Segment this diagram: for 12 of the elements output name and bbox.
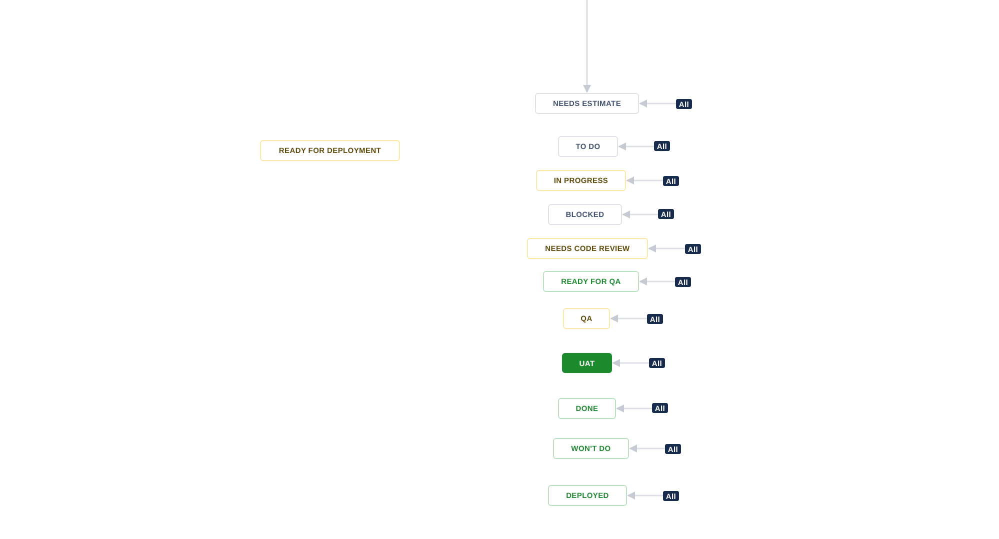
- arrow: [639, 100, 676, 108]
- arrow: [612, 359, 649, 367]
- arrow: [583, 0, 591, 93]
- arrow: [639, 278, 675, 286]
- arrow: [626, 176, 663, 184]
- arrow: [618, 142, 654, 150]
- arrow: [627, 492, 663, 500]
- arrow: [610, 314, 647, 322]
- arrow: [648, 244, 685, 252]
- arrow: [629, 444, 665, 452]
- arrow: [622, 210, 658, 218]
- arrow: [616, 404, 652, 412]
